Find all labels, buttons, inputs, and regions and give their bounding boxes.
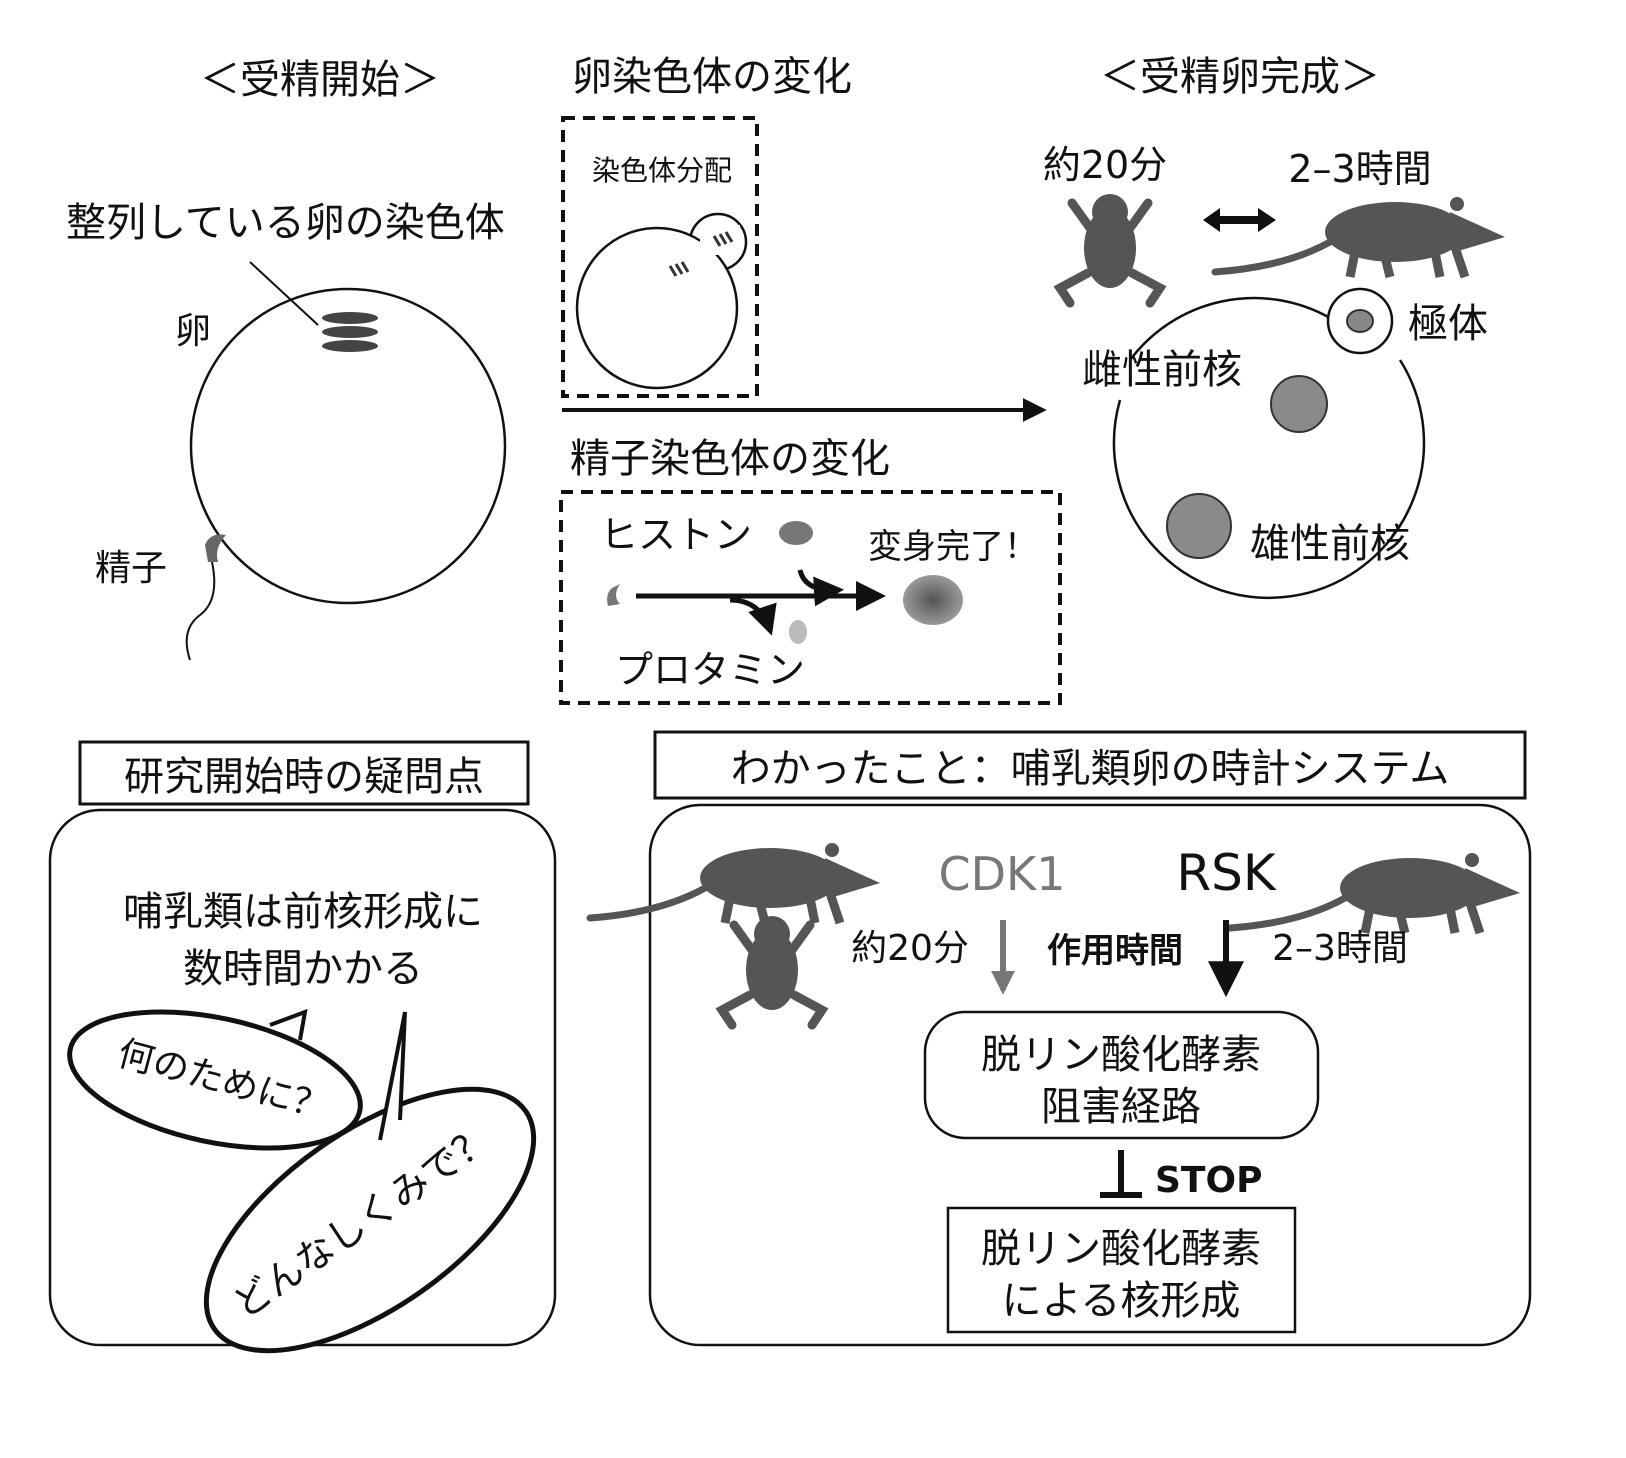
protamine-out-arrow: [729, 597, 777, 636]
polar-body-label: 極体: [1408, 301, 1488, 347]
zygote-cell: [1112, 359, 1426, 600]
female-pronucleus: [1270, 375, 1328, 433]
result-box: [946, 1206, 1297, 1334]
action-time-label: 作用時間: [1047, 931, 1183, 971]
fertilization-start-title: ＜受精開始＞: [200, 57, 440, 103]
sperm-icon: [185, 534, 226, 661]
protamine-label: プロタミン: [615, 648, 805, 692]
histone-label: ヒストン: [600, 513, 752, 557]
female-pronucleus-label: 雌性前核: [1082, 347, 1242, 393]
cdk1-label: CDK1: [939, 847, 1066, 901]
rsk-label: RSK: [1176, 844, 1276, 902]
mouse-time-label: 2–3時間: [1288, 147, 1431, 191]
frog-time-label: 約20分: [1043, 143, 1167, 187]
sperm-chromosome-change-title: 精子染色体の変化: [570, 436, 890, 482]
questions-title-box: [78, 740, 530, 806]
frog-time-label: 約20分: [851, 928, 969, 969]
statement-line1: 哺乳類は前核形成に: [123, 889, 483, 935]
pathway-box: [923, 1010, 1320, 1140]
sperm-head-icon: [607, 584, 620, 606]
histone-icon: [779, 521, 813, 545]
protamine-icon: [789, 620, 807, 644]
male-pronucleus-blob: [903, 575, 963, 625]
inhibition-icon: [1100, 1150, 1142, 1198]
dividing-egg: [575, 226, 739, 390]
pathway-line1: 脱リン酸化酵素: [981, 1032, 1261, 1078]
male-pronucleus: [1166, 493, 1232, 559]
compare-double-arrow-icon: [1203, 208, 1276, 232]
egg-chromosome-change-title: 卵染色体の変化: [572, 54, 852, 100]
findings-title-box: [653, 730, 1527, 800]
frog-icon: [1060, 194, 1160, 303]
chromosome-distribution-box: [561, 116, 759, 398]
questions-title: 研究開始時の疑問点: [124, 754, 484, 800]
frog-icon: [722, 916, 822, 1025]
stop-label: STOP: [1155, 1160, 1262, 1201]
findings-panel: [648, 803, 1532, 1347]
male-pronucleus-label: 雄性前核: [1250, 521, 1410, 567]
zygote-complete-title: ＜受精卵完成＞: [1100, 54, 1380, 100]
result-line2: による核形成: [1002, 1278, 1241, 1324]
result-line1: 脱リン酸化酵素: [981, 1226, 1261, 1272]
findings-title: わかったこと：哺乳類卵の時計システム: [731, 746, 1450, 792]
sperm-label: 精子: [95, 548, 167, 589]
sperm-chromosome-box: [559, 490, 1062, 705]
statement-line2: 数時間かかる: [183, 946, 423, 992]
histone-in-arrow: [797, 569, 844, 607]
pointer-line: [249, 261, 319, 326]
speech-bubble-why: 何のために？: [67, 1008, 363, 1151]
pathway-line2: 阻害経路: [1041, 1084, 1201, 1130]
mouse-icon: [590, 843, 880, 923]
aligned-chromosomes: [322, 312, 378, 352]
aligned-chromosomes-label: 整列している卵の染色体: [66, 200, 505, 246]
transformation-complete-label: 変身完了！: [868, 527, 1038, 567]
separated-chromosomes: [668, 231, 734, 277]
chromosome-distribution-label: 染色体分配: [592, 154, 732, 187]
egg-label: 卵: [175, 311, 211, 352]
egg-cell: [189, 287, 507, 605]
mouse-time-label: 2–3時間: [1272, 928, 1408, 969]
